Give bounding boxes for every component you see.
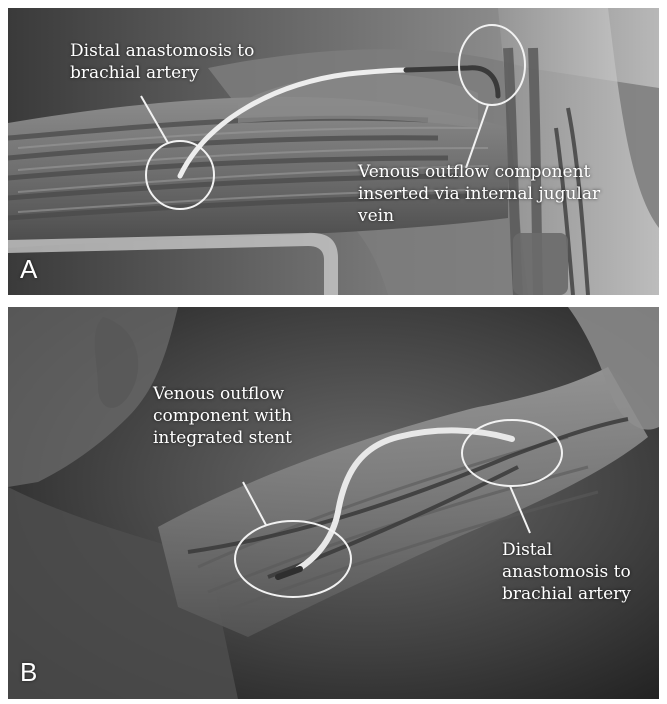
label-distal-anastomosis: Distal anastomosis to brachial artery <box>502 539 631 605</box>
panel-a: Distal anastomosis to brachial artery Ve… <box>8 8 659 295</box>
label-line: brachial artery <box>502 583 631 605</box>
label-venous-outflow: Venous outflow component inserted via in… <box>358 161 600 227</box>
label-distal-anastomosis: Distal anastomosis to brachial artery <box>70 40 254 84</box>
label-line: vein <box>358 205 600 227</box>
label-line: brachial artery <box>70 62 254 84</box>
panel-letter: B <box>20 657 37 688</box>
label-line: Venous outflow <box>153 383 292 405</box>
panel-b: Venous outflow component with integrated… <box>8 307 659 699</box>
label-line: Venous outflow component <box>358 161 600 183</box>
panel-b-illustration <box>8 307 659 699</box>
panel-letter: A <box>20 254 37 285</box>
label-line: inserted via internal jugular <box>358 183 600 205</box>
label-line: integrated stent <box>153 427 292 449</box>
label-venous-outflow: Venous outflow component with integrated… <box>153 383 292 449</box>
label-line: anastomosis to <box>502 561 631 583</box>
label-line: component with <box>153 405 292 427</box>
label-line: Distal anastomosis to <box>70 40 254 62</box>
label-line: Distal <box>502 539 631 561</box>
